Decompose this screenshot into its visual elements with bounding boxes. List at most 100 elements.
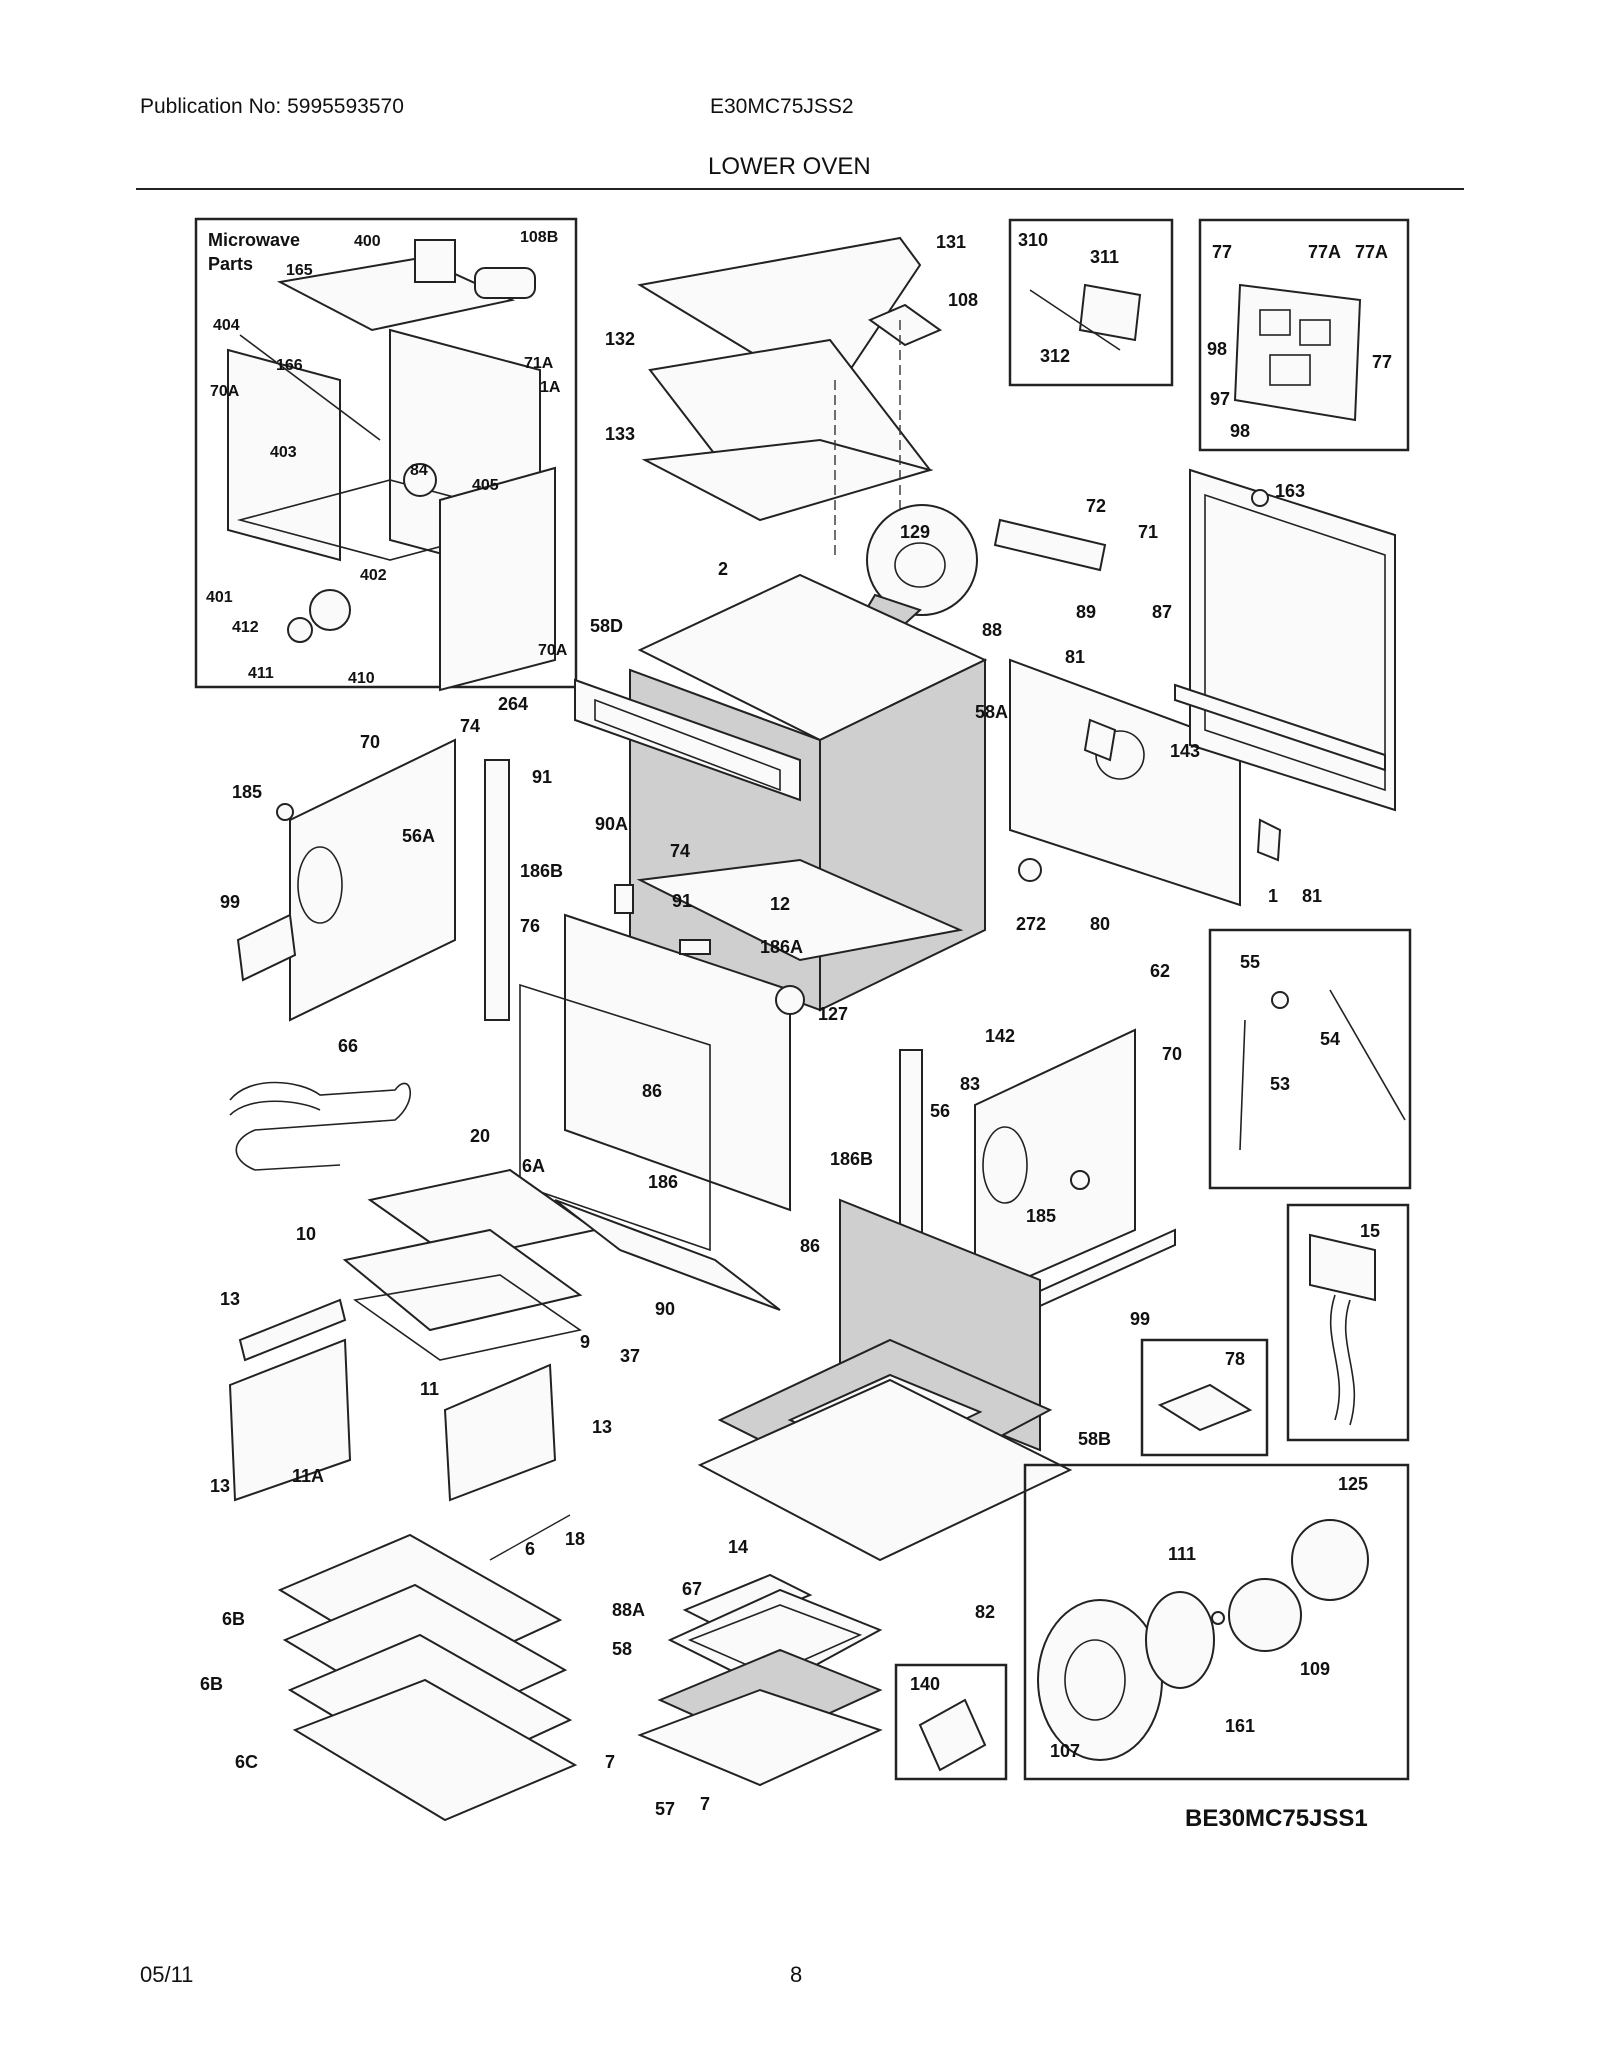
spring-129-detail (866, 504, 978, 616)
label-404: 404 (213, 317, 240, 334)
label-56a: 56A (402, 826, 435, 846)
rail-87 (1174, 683, 1386, 772)
label-70a-bottom: 70A (538, 642, 568, 659)
microwave-inset-title-1: Microwave (208, 230, 300, 250)
mw-fan-108b (474, 267, 536, 299)
sensor-wire-54 (1329, 989, 1406, 1121)
label-161: 161 (1225, 1716, 1255, 1736)
label-14: 14 (728, 1537, 748, 1557)
label-402: 402 (360, 567, 387, 584)
label-6b-bottom: 6B (200, 1674, 223, 1694)
mw-part-84 (403, 463, 437, 497)
label-70a-top: 70A (210, 383, 240, 400)
label-186a: 186A (760, 937, 803, 957)
label-127: 127 (818, 1004, 848, 1024)
label-412: 412 (232, 619, 259, 636)
sensor-inset-frame (1208, 928, 1412, 1190)
label-83: 83 (960, 1074, 980, 1094)
fan-inset-frame (1023, 1463, 1410, 1781)
fan-nut-111 (1211, 1611, 1225, 1625)
part-labels: 400 108B 165 404 166 71A 70A 1A 403 84 4… (200, 229, 1392, 1819)
rack-support-13-bottom (489, 1514, 571, 1561)
bracket-81-top (1083, 718, 1117, 762)
label-20: 20 (470, 1126, 490, 1146)
top-cover-assembly (637, 236, 943, 560)
board-inset-frame (1008, 218, 1174, 387)
label-78: 78 (1225, 1349, 1245, 1369)
microwave-parts-inset: Microwave Parts (194, 217, 578, 692)
control-relay-2 (1299, 319, 1331, 346)
bracket-140-frame (894, 1663, 1008, 1781)
bracket-78-frame (1140, 1338, 1269, 1457)
label-1: 1 (1268, 886, 1278, 906)
label-70-left: 70 (360, 732, 380, 752)
label-411: 411 (248, 665, 274, 682)
bracket-140 (918, 1698, 987, 1772)
label-81-top: 81 (1065, 647, 1085, 667)
control-board-97 (1233, 283, 1362, 422)
mw-part-412 (287, 617, 313, 643)
oven-rack-6c (292, 1678, 578, 1822)
label-37: 37 (620, 1346, 640, 1366)
label-99-right: 99 (1130, 1309, 1150, 1329)
label-57: 57 (655, 1799, 675, 1819)
label-163: 163 (1275, 481, 1305, 501)
fan-cover-grill (1064, 1639, 1126, 1721)
publication-number: Publication No: 5995593570 (140, 95, 404, 118)
microwave-inset-title-2: Parts (208, 254, 253, 274)
fan-motor-125 (1291, 1519, 1369, 1601)
rear-frame-71 (1189, 468, 1396, 812)
rail-99-left (236, 913, 297, 982)
label-77-b: 77 (1372, 352, 1392, 372)
oven-cavity (574, 573, 988, 1012)
label-310: 310 (1018, 230, 1048, 250)
label-77a-b: 77A (1355, 242, 1388, 262)
label-81-right: 81 (1302, 886, 1322, 906)
label-311: 311 (1090, 247, 1119, 267)
fan-cover-107 (1037, 1599, 1163, 1761)
label-90: 90 (655, 1299, 675, 1319)
label-84: 84 (410, 462, 428, 479)
label-71: 71 (1138, 522, 1158, 542)
label-108: 108 (948, 290, 978, 310)
module-wire-1 (1329, 1294, 1341, 1421)
label-55: 55 (1240, 952, 1260, 972)
label-99-left: 99 (220, 892, 240, 912)
label-109: 109 (1300, 1659, 1330, 1679)
label-53: 53 (1270, 1074, 1290, 1094)
label-405: 405 (472, 477, 499, 494)
board-part-311 (1078, 283, 1142, 342)
label-401: 401 (206, 589, 233, 606)
module-inset-frame (1286, 1203, 1410, 1442)
sensor-probe-53 (1239, 1019, 1246, 1151)
label-71a: 71A (524, 355, 554, 372)
control-relay-1 (1259, 309, 1291, 336)
label-86-top: 86 (642, 1081, 662, 1101)
control-inset (1198, 218, 1410, 452)
publication-date: 05/11 (140, 1962, 194, 1987)
label-166: 166 (276, 357, 303, 374)
label-70-right: 70 (1162, 1044, 1182, 1064)
label-66: 66 (338, 1036, 358, 1056)
label-6: 6 (525, 1539, 535, 1559)
label-91-top: 91 (532, 767, 552, 787)
mw-part-400 (414, 239, 456, 283)
module-15 (1309, 1233, 1376, 1302)
bake-element-coil (687, 1604, 863, 1676)
rear-panel-1 (1009, 658, 1241, 907)
fan-inset (1023, 1463, 1410, 1781)
label-90a: 90A (595, 814, 628, 834)
model-number: E30MC75JSS2 (710, 95, 854, 118)
side-panel-70-left (289, 738, 456, 1022)
label-7-left: 7 (605, 1752, 615, 1772)
label-77-a: 77 (1212, 242, 1232, 262)
label-272: 272 (1016, 914, 1046, 934)
label-185-left: 185 (232, 782, 262, 802)
rack-support-11 (443, 1363, 557, 1502)
channel-56a (484, 759, 510, 1021)
microwave-inset-frame (194, 217, 578, 689)
label-125: 125 (1338, 1474, 1368, 1494)
label-6b-top: 6B (222, 1609, 245, 1629)
label-11a: 11A (292, 1466, 324, 1486)
